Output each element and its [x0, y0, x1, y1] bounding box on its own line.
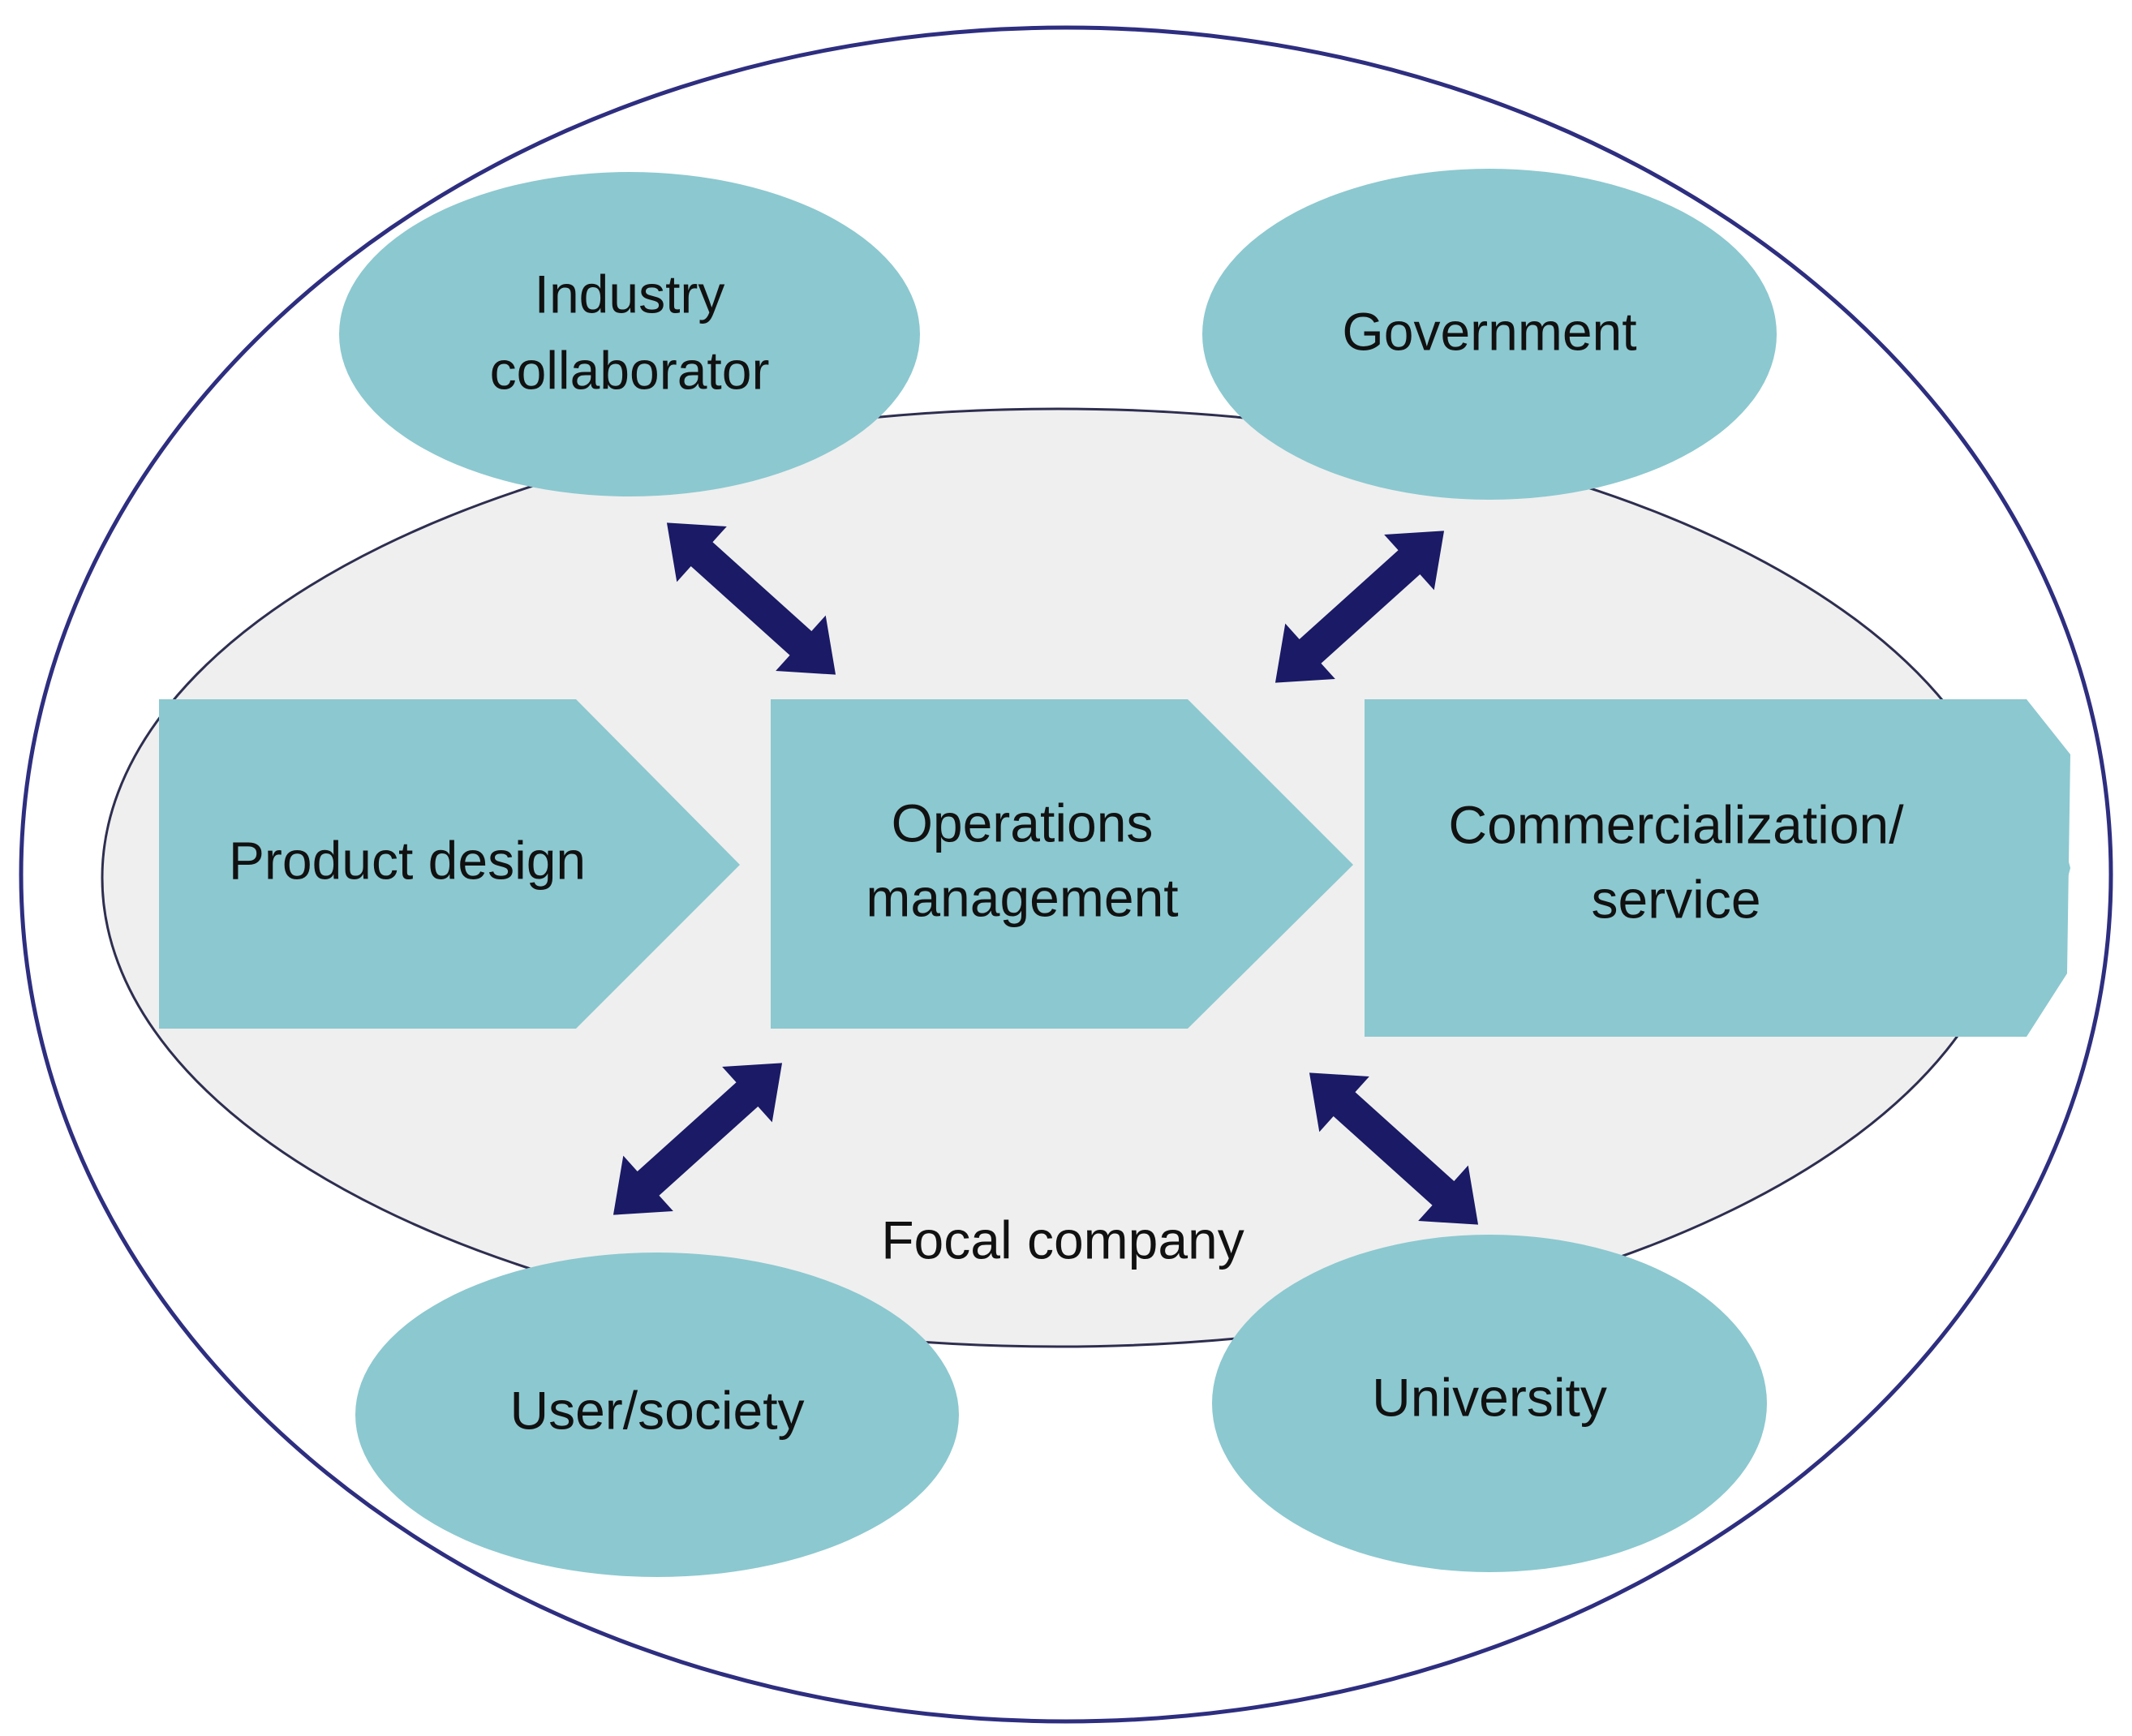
- government-label: Government: [1342, 301, 1636, 361]
- university-ellipse: [1212, 1235, 1767, 1572]
- commercialization-service-chevron: [1365, 699, 2070, 1037]
- commercialization-service-label-line1: Commercialization/: [1448, 794, 1904, 854]
- operations-management-chevron: [771, 699, 1353, 1029]
- product-design-chevron: [159, 699, 740, 1029]
- university-label: University: [1372, 1367, 1607, 1427]
- product-design-label: Product design: [229, 830, 586, 890]
- government-ellipse: [1202, 169, 1777, 500]
- industry-collaborator-label-line1: Industry: [535, 264, 725, 324]
- industry-collaborator-ellipse: [339, 172, 920, 496]
- focal-company-label: Focal company: [881, 1210, 1244, 1270]
- user-society-label: User/society: [509, 1380, 804, 1440]
- operations-management-label-line2: management: [866, 867, 1178, 927]
- industry-collaborator-label-line2: collaborator: [490, 340, 770, 400]
- operations-management-label-line1: Operations: [892, 793, 1154, 853]
- user-society-ellipse: [355, 1253, 959, 1577]
- commercialization-service-label-line2: service: [1591, 869, 1760, 929]
- commercialization-service-arrowhead: [1979, 699, 2070, 1037]
